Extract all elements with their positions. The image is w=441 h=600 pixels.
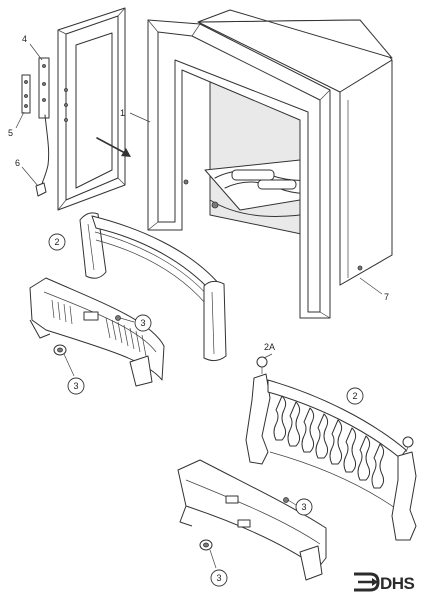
- callout-2-upper: 2: [48, 233, 66, 251]
- front-frame: [147, 19, 331, 319]
- callout-2A: 2A: [264, 342, 275, 352]
- callout-5: 5: [8, 128, 13, 138]
- knob-lower: [199, 539, 217, 569]
- callout-3-lower-knob: 3: [210, 569, 228, 587]
- callout-3-upper-knob: 3: [67, 377, 85, 395]
- callout-4: 4: [22, 34, 27, 44]
- label-3-lower-knob: 3: [216, 573, 221, 583]
- label-3-lower-screw: 3: [301, 502, 306, 512]
- balusters: [273, 395, 385, 489]
- mounting-bracket: [21, 57, 68, 122]
- label-7: 7: [384, 292, 389, 302]
- dhs-logo-icon: [354, 572, 380, 592]
- label-5: 5: [8, 128, 13, 138]
- label-2-lower: 2: [352, 391, 357, 401]
- leader-lines-frame: [129, 112, 383, 295]
- screw-lower: [283, 497, 297, 506]
- label-2A: 2A: [264, 342, 275, 352]
- side-panel: [57, 7, 126, 211]
- label-1: 1: [120, 108, 125, 118]
- fascia-lower: [177, 459, 327, 581]
- screw-upper: [115, 315, 135, 323]
- knob-upper: [53, 344, 75, 377]
- dhs-logo: DHS: [354, 572, 415, 593]
- callout-6: 6: [15, 158, 20, 168]
- label-4: 4: [22, 34, 27, 44]
- fuel-bed: [204, 159, 331, 217]
- label-2-upper: 2: [54, 237, 59, 247]
- fret-lower: [245, 353, 417, 541]
- fascia-upper: [29, 277, 165, 387]
- fret-upper: [79, 212, 227, 362]
- label-6: 6: [15, 158, 20, 168]
- callout-7: 7: [384, 292, 389, 302]
- dhs-logo-text: DHS: [380, 574, 415, 593]
- label-3-upper-knob: 3: [73, 381, 78, 391]
- callout-2-lower: 2: [346, 387, 364, 405]
- callout-3-upper-screw: 3: [134, 314, 152, 332]
- slats: [51, 299, 147, 357]
- leader-lines-left: [15, 43, 43, 187]
- label-3-upper-screw: 3: [140, 318, 145, 328]
- direction-arrow: [96, 137, 131, 157]
- callout-3-lower-screw: 3: [295, 498, 313, 516]
- callout-1: 1: [120, 108, 125, 118]
- cable: [35, 114, 50, 197]
